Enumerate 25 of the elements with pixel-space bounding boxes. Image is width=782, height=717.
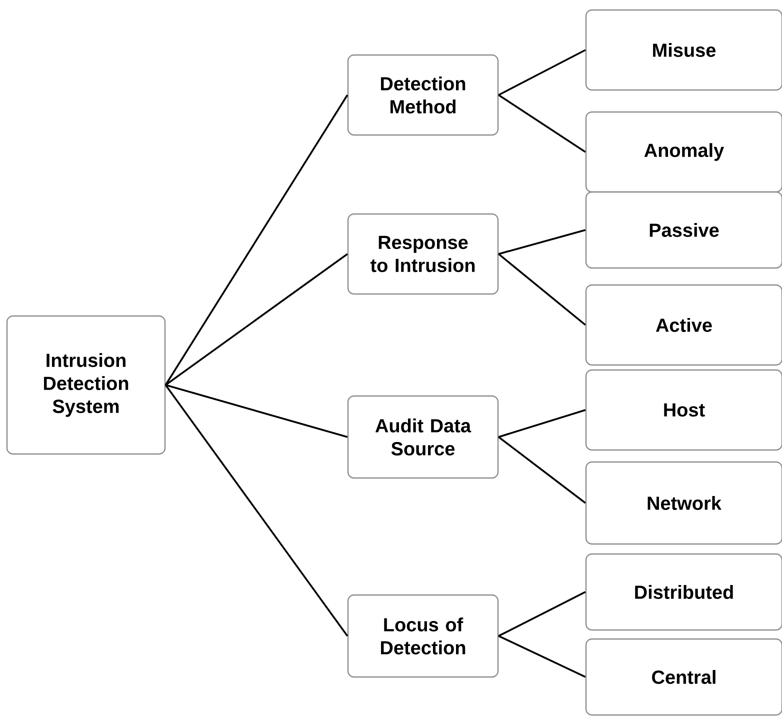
- connector-line: [164, 94, 348, 386]
- connector-line: [165, 384, 348, 438]
- category-box: Host: [585, 369, 782, 451]
- connector-line: [498, 229, 586, 255]
- category-box: Anomaly: [585, 111, 782, 193]
- category-box: Distributed: [585, 553, 782, 631]
- connector-line: [498, 49, 586, 96]
- connector-line: [498, 436, 586, 504]
- connector-line: [498, 409, 586, 438]
- connector-line: [498, 94, 586, 153]
- category-box: Intrusion Detection System: [6, 315, 166, 455]
- category-box: Audit Data Source: [347, 395, 499, 479]
- category-box: Detection Method: [347, 54, 499, 136]
- category-box: Active: [585, 284, 782, 366]
- category-box: Response to Intrusion: [347, 213, 499, 295]
- connector-line: [165, 253, 348, 386]
- connector-line: [164, 384, 348, 637]
- connector-line: [498, 253, 586, 326]
- category-box: Passive: [585, 191, 782, 269]
- category-box: Network: [585, 461, 782, 545]
- category-box: Locus of Detection: [347, 594, 499, 678]
- category-box: Central: [585, 638, 782, 716]
- category-box: Misuse: [585, 9, 782, 91]
- connector-line: [498, 635, 586, 678]
- connector-line: [498, 591, 586, 637]
